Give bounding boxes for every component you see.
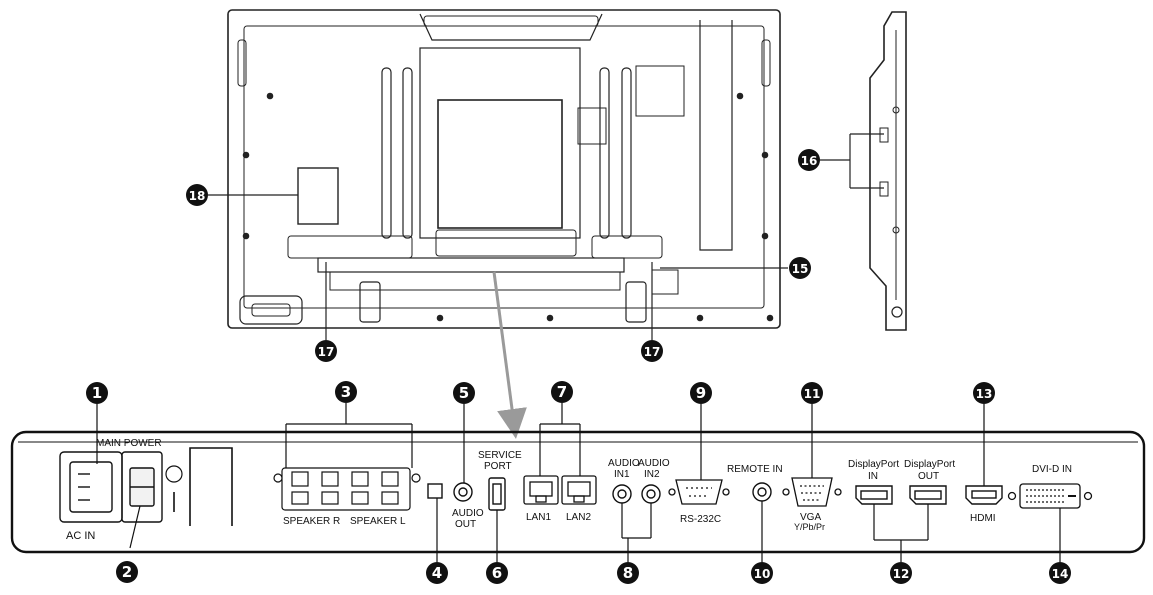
svg-text:10: 10: [754, 567, 771, 581]
cable-clamp: [189, 447, 233, 526]
callout-17-right: 17: [641, 340, 663, 362]
label-main-power: MAIN POWER: [96, 438, 162, 449]
leader-lines-upper: [208, 133, 884, 340]
callout-14: 14: [1049, 562, 1071, 584]
svg-text:8: 8: [623, 564, 633, 582]
svg-text:3: 3: [341, 383, 351, 401]
svg-text:16: 16: [801, 154, 818, 168]
svg-text:2: 2: [122, 563, 132, 581]
callout-10: 10: [751, 562, 773, 584]
power-indicator: [165, 465, 183, 483]
label-audio-in1-1: AUDIO: [608, 458, 640, 469]
label-speaker-r: SPEAKER R: [283, 516, 340, 527]
leader-lines-panel: [96, 403, 1061, 562]
main-power-switch: [121, 451, 163, 523]
displayport-in-port: [855, 485, 893, 505]
callout-8: 8: [617, 562, 639, 584]
audio-in1-jack: [612, 484, 632, 504]
callout-6: 6: [486, 562, 508, 584]
svg-text:13: 13: [976, 387, 993, 401]
label-dp-out-1: DisplayPort: [904, 459, 955, 470]
label-dp-in-1: DisplayPort: [848, 459, 899, 470]
svg-text:17: 17: [318, 345, 335, 359]
callout-5: 5: [453, 382, 475, 404]
label-rs232c: RS-232C: [680, 514, 721, 525]
hdmi-port: [965, 485, 1003, 505]
label-lan2: LAN2: [566, 512, 591, 523]
label-service-port-2: PORT: [484, 461, 512, 472]
audio-out-jack: [453, 482, 473, 502]
svg-text:11: 11: [804, 387, 821, 401]
callout-2: 2: [116, 561, 138, 583]
svg-text:1: 1: [92, 384, 102, 402]
lan1-port: [523, 475, 559, 505]
lan2-port: [561, 475, 597, 505]
svg-text:18: 18: [189, 189, 206, 203]
ac-in-socket: [59, 451, 123, 523]
label-audio-in2-2: IN2: [644, 469, 660, 480]
callout-17-left: 17: [315, 340, 337, 362]
monitor-back-view: [227, 9, 781, 329]
label-speaker-l: SPEAKER L: [350, 516, 406, 527]
displayport-out-port: [909, 485, 947, 505]
remote-in-jack: [752, 482, 772, 502]
dvi-d-in-port: [1007, 483, 1093, 509]
label-audio-out-2: OUT: [455, 519, 476, 530]
rs232c-port: [668, 479, 730, 505]
callout-18: 18: [186, 184, 208, 206]
label-hdmi: HDMI: [970, 513, 996, 524]
svg-text:4: 4: [432, 564, 442, 582]
label-service-port-1: SERVICE: [478, 450, 522, 461]
callout-12: 12: [890, 562, 912, 584]
callout-15: 15: [789, 257, 811, 279]
label-ac-in: AC IN: [66, 530, 95, 542]
vga-port: [782, 477, 842, 507]
label-audio-in1-2: IN1: [614, 469, 630, 480]
callout-11: 11: [801, 382, 823, 404]
service-port: [488, 477, 506, 511]
connector-panel: [10, 430, 1146, 554]
svg-text:12: 12: [893, 567, 910, 581]
speaker-switch: [427, 483, 443, 499]
callout-3: 3: [335, 381, 357, 403]
callout-1: 1: [86, 382, 108, 404]
callout-4: 4: [426, 562, 448, 584]
panel-labels: MAIN POWER AC IN SPEAKER R SPEAKER L AUD…: [66, 438, 1072, 542]
svg-text:17: 17: [644, 345, 661, 359]
svg-text:5: 5: [459, 384, 469, 402]
zoom-arrow: [492, 271, 527, 439]
monitor-side-view: [869, 11, 907, 331]
svg-text:9: 9: [696, 384, 706, 402]
svg-text:14: 14: [1052, 567, 1069, 581]
callout-13: 13: [973, 382, 995, 404]
speaker-terminal-block: [273, 467, 421, 511]
label-audio-out-1: AUDIO: [452, 508, 484, 519]
svg-text:7: 7: [557, 383, 567, 401]
svg-text:6: 6: [492, 564, 502, 582]
audio-in2-jack: [641, 484, 661, 504]
callout-16: 16: [798, 149, 820, 171]
callout-9: 9: [690, 382, 712, 404]
label-dp-in-2: IN: [868, 471, 878, 482]
label-vga-2: Y/Pb/Pr: [794, 522, 825, 532]
svg-text:15: 15: [792, 262, 809, 276]
label-dvi-d-in: DVI-D IN: [1032, 464, 1072, 475]
callouts: 1 2 3 4 5 6 7 8 9 10 11 12 13 14 15 16 1…: [86, 149, 1071, 584]
label-dp-out-2: OUT: [918, 471, 939, 482]
label-vga-1: VGA: [800, 512, 821, 523]
label-audio-in2-1: AUDIO: [638, 458, 670, 469]
label-remote-in: REMOTE IN: [727, 464, 783, 475]
label-lan1: LAN1: [526, 512, 551, 523]
callout-7: 7: [551, 381, 573, 403]
